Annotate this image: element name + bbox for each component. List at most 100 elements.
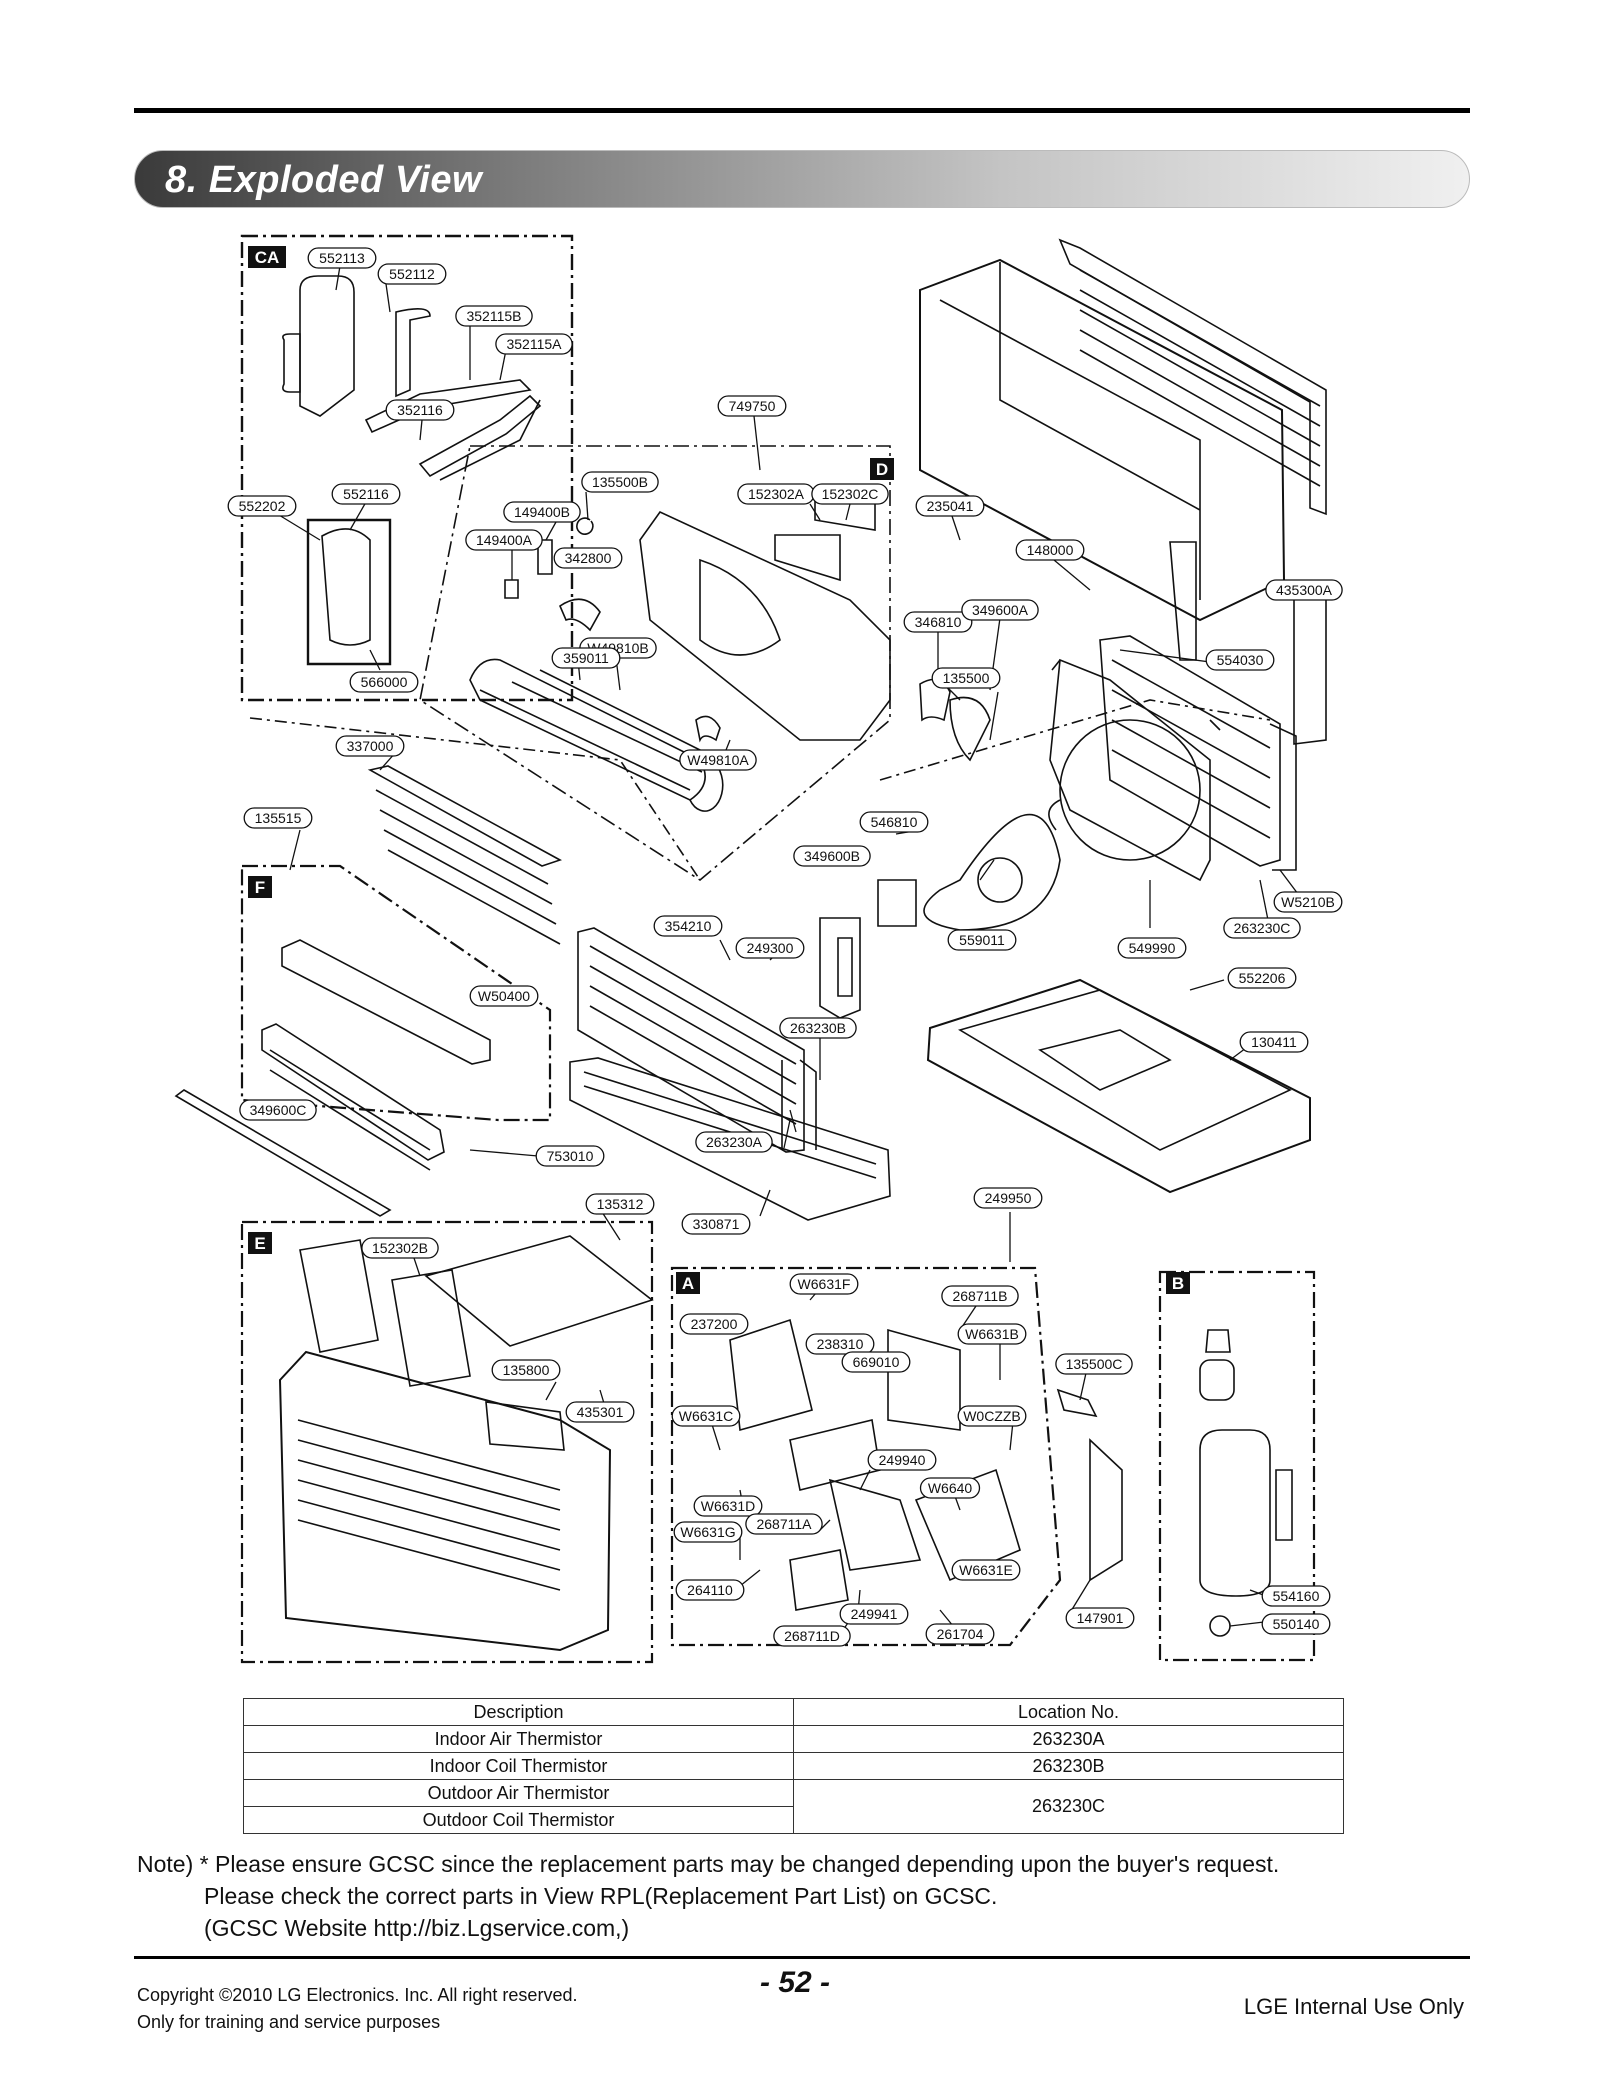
callout-label: 330871 bbox=[693, 1216, 740, 1232]
callout-oval bbox=[1227, 967, 1297, 989]
callout-oval bbox=[805, 1333, 875, 1355]
callout-label: W6631B bbox=[965, 1326, 1019, 1342]
part-callout: 263230C bbox=[1223, 917, 1301, 939]
callout-oval bbox=[681, 1213, 751, 1235]
part-callout: 249950 bbox=[973, 1187, 1043, 1209]
callout-label: W5210B bbox=[1281, 894, 1335, 910]
part-callout: 352116 bbox=[385, 399, 455, 421]
callout-oval bbox=[745, 1513, 823, 1535]
part-callout: 152302C bbox=[811, 483, 889, 505]
callout-label: 354210 bbox=[665, 918, 712, 934]
callout-oval bbox=[579, 637, 657, 659]
part-callout: W6631D bbox=[693, 1495, 763, 1517]
callout-label: 552112 bbox=[389, 266, 435, 282]
callout-label: 549990 bbox=[1129, 940, 1176, 956]
badge-e: E bbox=[254, 1234, 265, 1253]
callout-oval bbox=[535, 1145, 605, 1167]
callout-label: 249950 bbox=[985, 1190, 1032, 1206]
callout-oval bbox=[331, 483, 401, 505]
callout-label: 352116 bbox=[397, 402, 443, 418]
callout-label: 349600B bbox=[804, 848, 860, 864]
part-callout: 552202 bbox=[227, 495, 297, 517]
part-callout: 554160 bbox=[1261, 1585, 1331, 1607]
callout-oval bbox=[585, 1193, 655, 1215]
callout-oval bbox=[789, 1273, 859, 1295]
callout-label: 263230A bbox=[706, 1134, 763, 1150]
note-line-1: Note) * Please ensure GCSC since the rep… bbox=[137, 1851, 1280, 1877]
internal-use-label: LGE Internal Use Only bbox=[1243, 1994, 1464, 2019]
callout-label: 268711D bbox=[784, 1628, 840, 1644]
part-callout: 552206 bbox=[1227, 967, 1297, 989]
callout-oval bbox=[465, 529, 543, 551]
callout-oval bbox=[867, 1449, 937, 1471]
part-callout: 546810 bbox=[859, 811, 929, 833]
thermistor-table: Description Location No. Indoor Air Ther… bbox=[243, 1698, 1344, 1834]
part-callout: W6631F bbox=[789, 1273, 859, 1295]
callout-oval bbox=[779, 1017, 857, 1039]
section-title: 8. Exploded View bbox=[165, 159, 483, 201]
callout-oval bbox=[227, 495, 297, 517]
part-callout: 149400A bbox=[465, 529, 543, 551]
table-cell: Indoor Coil Thermistor bbox=[243, 1752, 794, 1780]
part-callout: 346810 bbox=[903, 611, 973, 633]
table-cell: Outdoor Coil Thermistor bbox=[243, 1806, 794, 1834]
callout-label: W6631G bbox=[680, 1524, 735, 1540]
callout-label: W0CZZB bbox=[963, 1408, 1021, 1424]
callout-oval bbox=[1265, 579, 1343, 601]
callout-label: 342800 bbox=[565, 550, 612, 566]
part-callout: W0CZZB bbox=[957, 1405, 1027, 1427]
part-callout: W6631B bbox=[957, 1323, 1027, 1345]
callout-label: 349600C bbox=[250, 1102, 307, 1118]
callout-oval bbox=[551, 647, 621, 669]
part-callout: 342800 bbox=[553, 547, 623, 569]
callout-label: 135500B bbox=[592, 474, 648, 490]
callout-oval bbox=[455, 305, 533, 327]
callout-label: 566000 bbox=[361, 674, 408, 690]
table-cell: 263230A bbox=[793, 1725, 1344, 1753]
callout-label: 152302C bbox=[822, 486, 879, 502]
callout-oval bbox=[1117, 937, 1187, 959]
part-callout: W5210B bbox=[1273, 891, 1343, 913]
part-callout: 559011 bbox=[947, 929, 1017, 951]
callout-oval bbox=[859, 811, 929, 833]
callout-oval bbox=[679, 749, 757, 771]
note-line-3: (GCSC Website http://biz.Lgservice.com,) bbox=[204, 1915, 630, 1941]
callout-label: 249941 bbox=[851, 1606, 898, 1622]
callout-label: 238310 bbox=[817, 1336, 864, 1352]
callout-oval bbox=[1015, 539, 1085, 561]
callout-oval bbox=[973, 1187, 1043, 1209]
callout-oval bbox=[941, 1285, 1019, 1307]
part-callout: 550140 bbox=[1261, 1613, 1331, 1635]
callout-label: W6631D bbox=[701, 1498, 755, 1514]
part-callout: 135500B bbox=[581, 471, 659, 493]
part-callout: 147901 bbox=[1065, 1607, 1135, 1629]
callout-oval bbox=[673, 1521, 743, 1543]
callout-oval bbox=[717, 395, 787, 417]
callout-label: 552202 bbox=[239, 498, 286, 514]
callout-label: 135515 bbox=[255, 810, 302, 826]
training-text: Only for training and service purposes bbox=[137, 2012, 441, 2032]
part-callout: 552113 bbox=[307, 247, 377, 269]
callout-oval bbox=[841, 1351, 911, 1373]
callout-label: 435301 bbox=[577, 1404, 624, 1420]
callout-label: 435300A bbox=[1276, 582, 1333, 598]
callout-label: 249940 bbox=[879, 1452, 926, 1468]
callout-label: 135312 bbox=[597, 1196, 644, 1212]
part-callout: 263230A bbox=[695, 1131, 773, 1153]
part-callout: 354210 bbox=[653, 915, 723, 937]
bottom-rule bbox=[134, 1956, 1470, 1959]
callout-label: 264110 bbox=[687, 1582, 733, 1598]
callout-oval bbox=[335, 735, 405, 757]
callout-label: 148000 bbox=[1027, 542, 1074, 558]
callout-oval bbox=[1223, 917, 1301, 939]
callout-oval bbox=[1273, 891, 1343, 913]
callout-label: 235041 bbox=[927, 498, 974, 514]
callout-oval bbox=[737, 483, 815, 505]
table-row: Indoor Air Thermistor 263230A bbox=[243, 1725, 1344, 1753]
part-callout: 135800 bbox=[491, 1359, 561, 1381]
callout-label: 349600A bbox=[972, 602, 1029, 618]
callout-label: W49810B bbox=[587, 640, 648, 656]
callout-oval bbox=[581, 471, 659, 493]
group-box-ca bbox=[240, 234, 574, 702]
callout-oval bbox=[735, 937, 805, 959]
